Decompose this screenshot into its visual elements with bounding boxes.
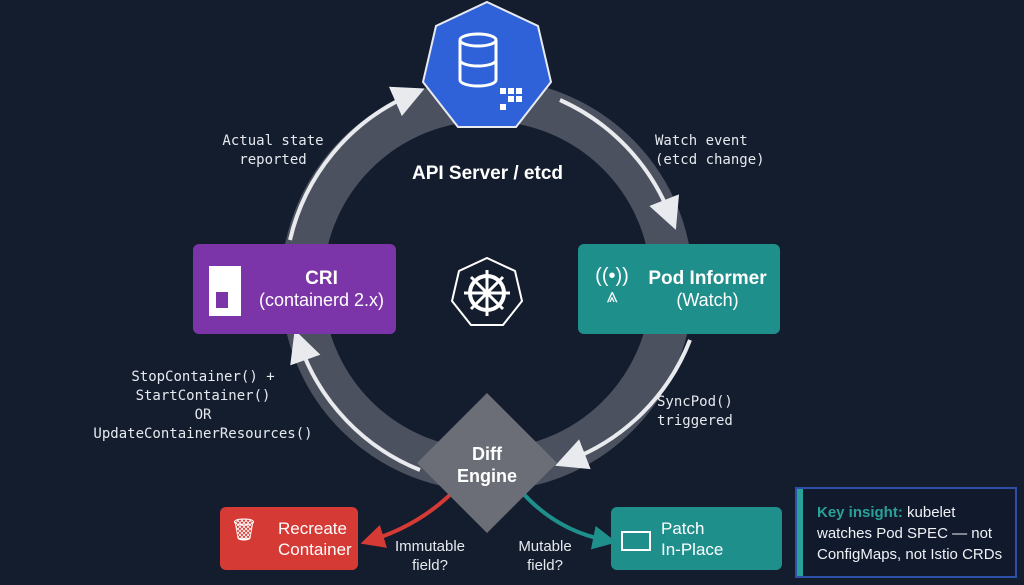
arrow-immutable [360, 488, 457, 548]
edge-text: Mutable [518, 538, 572, 555]
cri-title: CRI [305, 267, 338, 289]
pod-informer-node[interactable]: ((•))⩓ Pod Informer (Watch) [578, 244, 780, 334]
edge-text: reported [239, 152, 307, 168]
edge-label-actual-state: Actual state reported [208, 132, 338, 170]
diff-line: Engine [456, 466, 517, 486]
kubernetes-helm-icon [450, 256, 524, 326]
api-server-label: API Server / etcd [411, 163, 564, 184]
edge-text: SyncPod() [657, 394, 733, 410]
insight-label: Key insight: [817, 504, 903, 521]
cri-node[interactable]: CRI (containerd 2.x) [193, 244, 396, 334]
edge-text: StartContainer() [135, 388, 271, 404]
edge-label-cri-calls: StopContainer() + StartContainer() OR Updat… [78, 368, 328, 444]
key-insight-callout: Key insight: kubelet watches Pod SPEC — … [795, 487, 1017, 578]
arrow-mutable [518, 488, 617, 550]
informer-title: Pod Informer [648, 267, 767, 289]
cri-subtitle: (containerd 2.x) [258, 289, 385, 310]
edge-text: field? [527, 557, 563, 574]
patch-line: Patch [661, 518, 705, 538]
diff-line: Diff [472, 444, 502, 464]
edge-text: Actual state [222, 133, 324, 149]
immutable-label: Immutable field? [385, 537, 475, 575]
mutable-label: Mutable field? [500, 537, 590, 575]
patch-container-icon [621, 531, 651, 551]
edge-text: field? [412, 557, 448, 574]
database-icon [458, 32, 498, 88]
edge-text: Immutable [394, 538, 466, 555]
informer-subtitle: (Watch) [676, 289, 739, 310]
edge-text: (etcd change) [655, 152, 765, 168]
arrow-watch-event [559, 98, 680, 230]
edge-text: StopContainer() + [131, 369, 275, 385]
grid-blocks-icon [500, 88, 522, 110]
edge-text: triggered [657, 413, 733, 429]
insight-text: kubelet watches Pod SPEC — not ConfigMap… [817, 504, 1003, 563]
trash-container-icon: 🗑 [230, 517, 258, 542]
patch-line: In-Place [661, 539, 724, 559]
recreate-line: Container [278, 539, 352, 559]
recreate-line: Recreate [278, 518, 347, 538]
edge-text: Watch event [655, 133, 748, 149]
edge-label-syncpod: SyncPod() triggered [657, 393, 733, 431]
arrow-actual-state [288, 86, 425, 241]
edge-text: OR [194, 407, 212, 423]
diff-engine-diamond[interactable] [417, 393, 557, 533]
containerd-icon [209, 266, 241, 316]
arrow-syncpod [555, 339, 692, 470]
edge-label-watch-event: Watch event (etcd change) [655, 132, 765, 170]
arrow-cri-calls [290, 329, 421, 472]
edge-text: UpdateContainerResources() [93, 426, 313, 442]
antenna-icon: ((•))⩓ [595, 265, 629, 307]
